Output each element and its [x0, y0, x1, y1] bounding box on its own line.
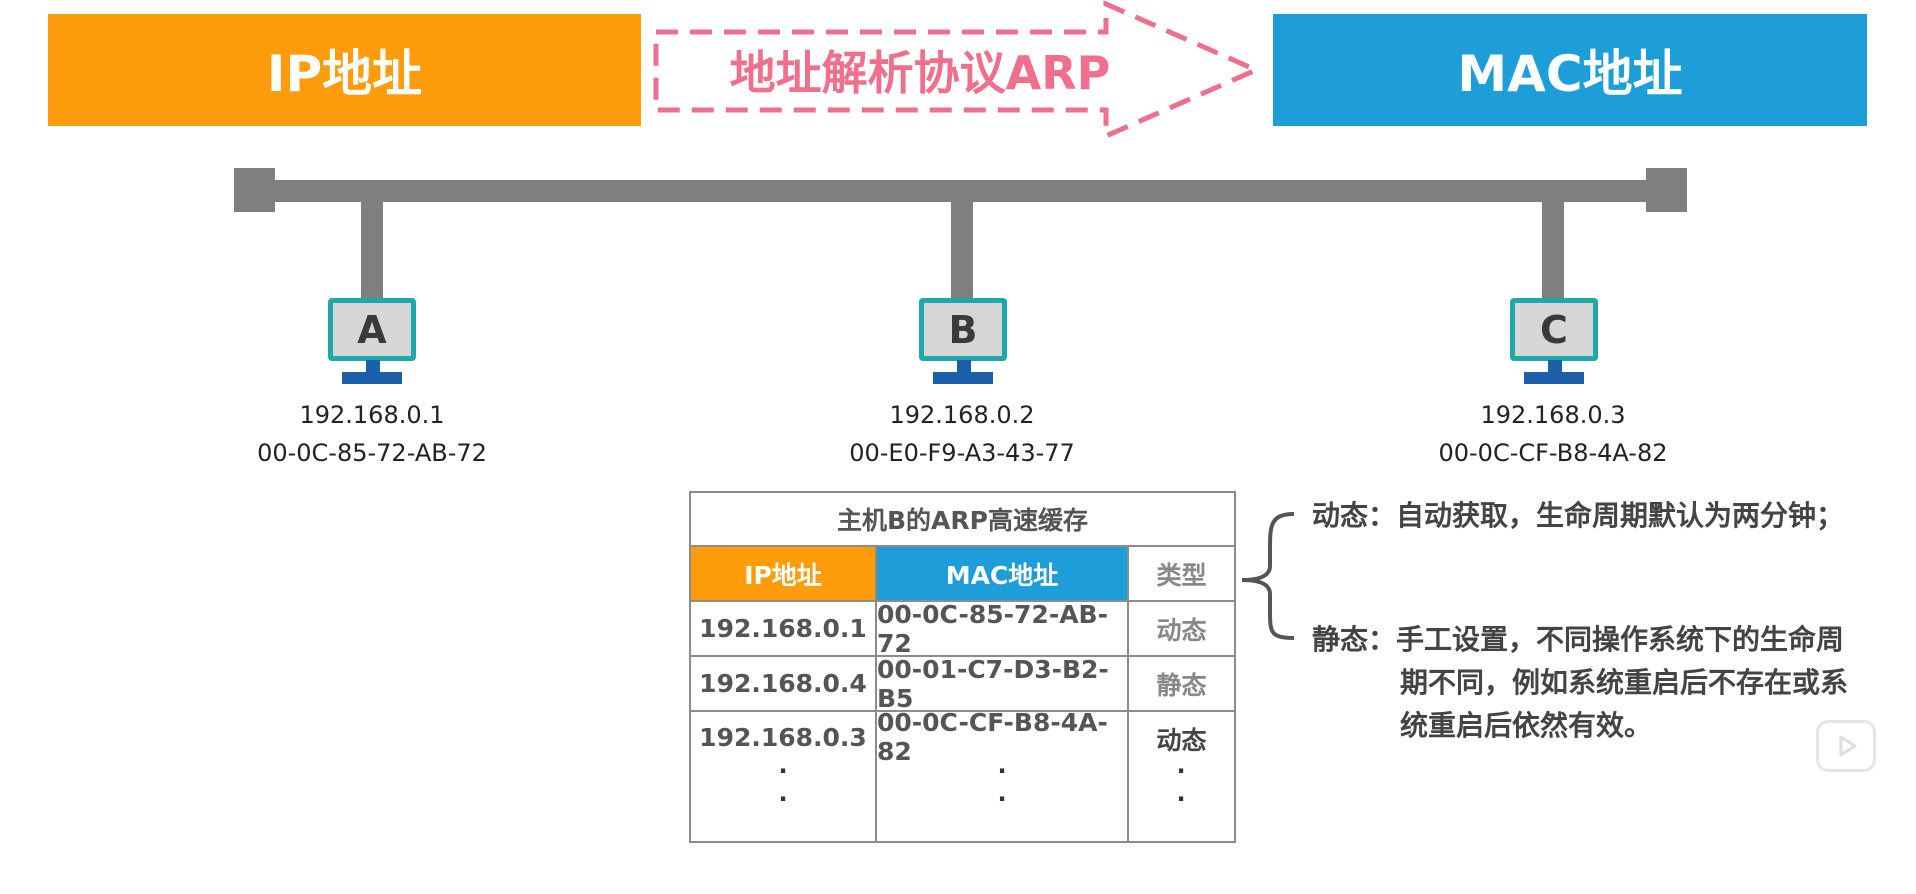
- host-c-screen: C: [1510, 298, 1598, 361]
- arp-arrow-icon: [653, 0, 1263, 140]
- static-note-key: 静态：: [1312, 623, 1397, 656]
- table-row-1-mac: 00-0C-85-72-AB-72: [877, 599, 1108, 658]
- arp-cache-table: 主机B的ARP高速缓存 IP地址 MAC地址 类型 192.168.0.1 00…: [689, 491, 1236, 843]
- table-row-2-ip: 192.168.0.4: [699, 669, 867, 698]
- mac-address-banner: MAC地址: [1273, 14, 1867, 126]
- host-b-letter: B: [948, 307, 978, 352]
- table-divider: [691, 600, 1234, 602]
- table-row-3-ip: 192.168.0.3: [699, 722, 867, 752]
- table-row-1-ip: 192.168.0.1: [699, 614, 867, 643]
- dynamic-note-key: 动态：: [1312, 499, 1397, 532]
- table-divider: [691, 655, 1234, 657]
- bus-terminator-right: [1646, 168, 1687, 212]
- table-row-3-mac: 00-0C-CF-B8-4A-82: [877, 708, 1108, 766]
- table-row-2-mac: 00-01-C7-D3-B2-B5: [877, 654, 1109, 713]
- host-a-computer-icon: A: [328, 298, 416, 388]
- host-b-screen: B: [919, 298, 1007, 361]
- host-b-ip: 192.168.0.2: [889, 401, 1035, 429]
- ip-address-banner: IP地址: [48, 14, 641, 126]
- host-c-letter: C: [1540, 307, 1568, 352]
- host-b-computer-icon: B: [919, 298, 1007, 388]
- arp-label: 地址解析协议ARP: [729, 46, 1111, 100]
- host-a-letter: A: [357, 307, 387, 352]
- bus-drop-b: [951, 200, 973, 302]
- dynamic-note-text: 自动获取，生命周期默认为两分钟；: [1396, 499, 1845, 532]
- table-divider: [1127, 547, 1129, 841]
- static-note-line-2: 期不同，例如系统重启后不存在或系: [1400, 666, 1849, 699]
- bus-drop-a: [361, 200, 383, 302]
- dynamic-note: 动态：自动获取，生命周期默认为两分钟；: [1312, 494, 1844, 537]
- table-ellipsis-ip: ..: [778, 751, 788, 807]
- table-row-3-type: 动态: [1156, 726, 1207, 755]
- host-a-screen: A: [328, 298, 416, 361]
- host-b-address: 192.168.0.2 00-E0-F9-A3-43-77: [802, 396, 1122, 472]
- ip-address-banner-label: IP地址: [266, 45, 423, 103]
- bus-terminator-left: [234, 168, 275, 212]
- host-c-address: 192.168.0.3 00-0C-CF-B8-4A-82: [1393, 396, 1713, 472]
- bus-drop-c: [1542, 200, 1564, 302]
- curly-brace-icon: [1241, 512, 1295, 640]
- host-a-mac: 00-0C-85-72-AB-72: [257, 439, 487, 467]
- play-icon[interactable]: [1816, 720, 1876, 772]
- static-note-line-1: 手工设置，不同操作系统下的生命周: [1396, 623, 1845, 656]
- mac-address-banner-label: MAC地址: [1457, 45, 1683, 103]
- table-row-2-type: 静态: [1156, 670, 1207, 700]
- arp-table-header-mac: MAC地址: [877, 547, 1127, 600]
- network-bus: [254, 180, 1660, 202]
- table-divider: [691, 710, 1234, 712]
- static-note: 静态：手工设置，不同操作系统下的生命周 期不同，例如系统重启后不存在或系 统重启…: [1312, 618, 1912, 747]
- arp-table-header-ip: IP地址: [691, 547, 875, 600]
- static-note-line-3: 统重启后依然有效。: [1400, 709, 1653, 742]
- table-divider: [691, 545, 1234, 547]
- table-ellipsis-mac: ..: [997, 751, 1007, 807]
- host-c-ip: 192.168.0.3: [1480, 401, 1626, 429]
- host-a-ip: 192.168.0.1: [299, 401, 445, 429]
- host-a-address: 192.168.0.1 00-0C-85-72-AB-72: [212, 396, 532, 472]
- host-c-mac: 00-0C-CF-B8-4A-82: [1438, 439, 1668, 467]
- table-divider: [875, 547, 877, 841]
- arp-table-header-type: 类型: [1156, 560, 1207, 590]
- host-b-mac: 00-E0-F9-A3-43-77: [849, 439, 1075, 467]
- table-row-1-type: 动态: [1156, 615, 1207, 645]
- table-ellipsis-type: ..: [1176, 751, 1186, 807]
- arp-table-title: 主机B的ARP高速缓存: [837, 506, 1088, 535]
- host-c-computer-icon: C: [1510, 298, 1598, 388]
